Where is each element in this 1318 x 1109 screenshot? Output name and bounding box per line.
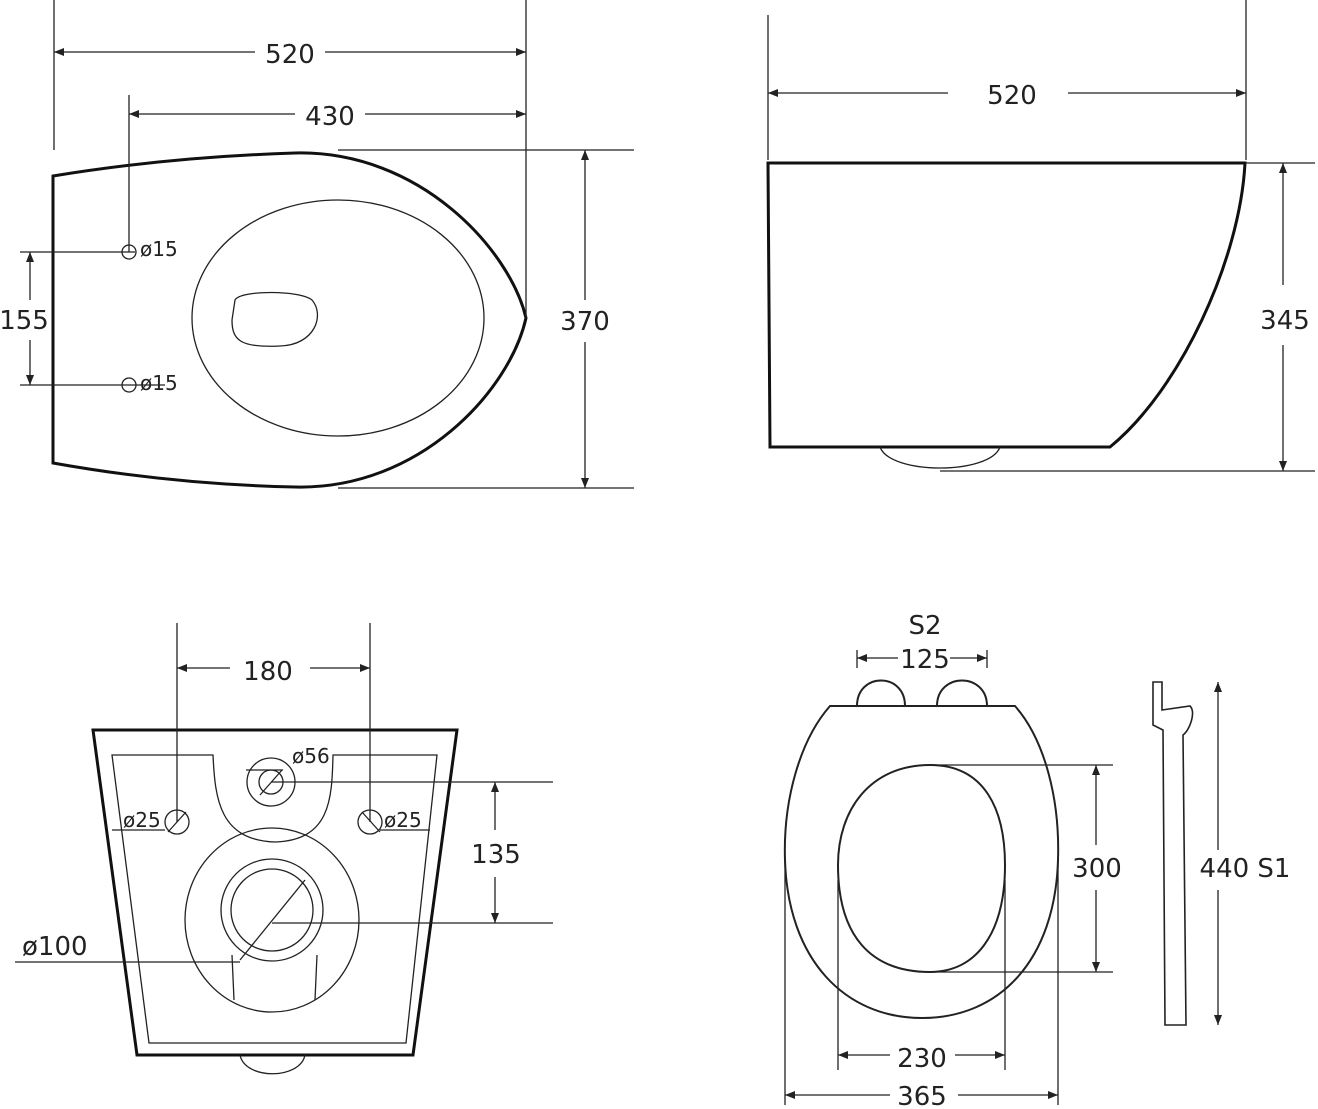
dim-side-height: 345 [1260, 306, 1310, 336]
dim-overall-width: 520 [265, 40, 315, 70]
bowl-drain [231, 291, 319, 347]
dim-hole-diameter-upper: ø15 [140, 237, 178, 261]
dim-hinge-spacing: 125 [900, 645, 950, 675]
outlet-spigot [879, 446, 1001, 469]
top-view: 520 430 ø15 ø15 155 370 [0, 0, 634, 489]
seat-side-profile [1152, 681, 1194, 1026]
side-view: 520 345 [766, 0, 1315, 472]
dim-hole-diameter-lower: ø15 [140, 371, 178, 395]
seat-opening [836, 763, 1007, 974]
dim-bolt-spacing: 180 [243, 657, 293, 687]
dim-bolt-diameter-right: ø25 [384, 808, 422, 832]
dim-opening-width: 230 [897, 1044, 947, 1074]
dim-opening-length: 300 [1072, 854, 1122, 884]
hinge-right [935, 679, 989, 707]
bowl-inner-rim [191, 199, 485, 437]
dim-hole-spacing: 155 [0, 306, 49, 336]
back-outline [91, 728, 459, 1057]
seat-outline [783, 705, 1060, 1020]
side-outline [766, 161, 1247, 449]
outlet-pipe [230, 868, 314, 952]
dim-inlet-to-outlet: 135 [471, 840, 521, 870]
seat-view: S2 125 300 230 365 440 S1 [783, 611, 1291, 1109]
outlet-ring [220, 858, 324, 962]
dim-side-width: 520 [987, 81, 1037, 111]
dim-outlet-diameter: ø100 [22, 932, 88, 962]
dim-water-inlet-diameter: ø56 [292, 744, 330, 768]
back-view: 180 ø56 ø25 ø25 135 ø100 [15, 623, 553, 1075]
hinge-left [855, 679, 907, 707]
dim-overall-length: 370 [560, 307, 610, 337]
dim-bolt-diameter-left: ø25 [123, 808, 161, 832]
back-inner-outline [111, 754, 438, 1044]
dim-seat-length: 440 S1 [1200, 854, 1291, 884]
outlet-housing [184, 827, 360, 1013]
dim-hole-to-rim: 430 [305, 102, 355, 132]
label-hinge: S2 [908, 611, 941, 641]
dim-seat-width: 365 [897, 1082, 947, 1109]
bowl-outline [51, 151, 528, 489]
